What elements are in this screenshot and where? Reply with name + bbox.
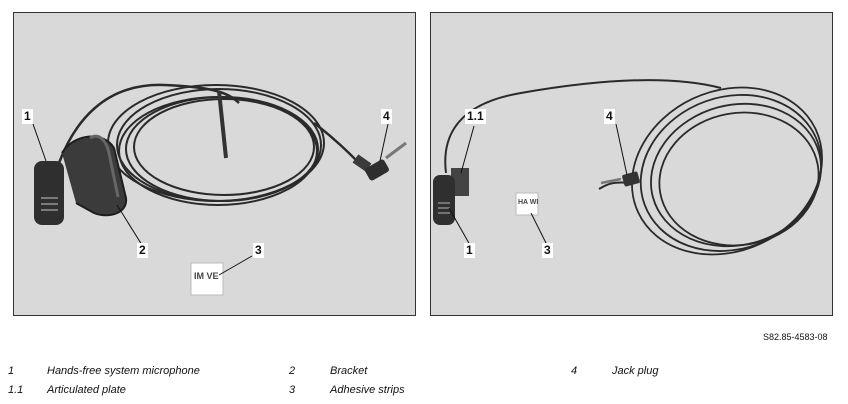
right-callout-1: 1 [464, 243, 475, 258]
legend-number: 2 [289, 365, 296, 377]
legend-label: Bracket [330, 365, 368, 377]
right-callout-4: 4 [604, 109, 615, 124]
right-strip-text: HA WI [518, 199, 539, 206]
legend-label: Hands-free system microphone [47, 365, 200, 377]
right-callout-1-1: 1.1 [465, 109, 486, 124]
microphone-with-bracket-illustration [32, 83, 407, 296]
figure-reference: S82.85-4583-08 [763, 332, 828, 342]
left-callout-4: 4 [381, 109, 392, 124]
legend-label: Jack plug [612, 365, 659, 377]
left-callout-3: 3 [253, 243, 264, 258]
legend-number: 3 [289, 384, 296, 396]
microphone-with-cable-illustration [433, 79, 823, 256]
right-callout-3: 3 [542, 243, 553, 258]
legend-number: 1 [8, 365, 15, 377]
legend-number: 1.1 [8, 384, 24, 396]
left-photo-panel: IM VE 1 2 3 4 [13, 12, 416, 316]
right-photo-panel: HA WI 1.1 4 1 3 [430, 12, 833, 316]
legend-label: Articulated plate [47, 384, 126, 396]
left-strip-text: IM VE [194, 271, 219, 281]
legend-number: 4 [571, 365, 578, 377]
legend-label: Adhesive strips [330, 384, 405, 396]
left-callout-1: 1 [22, 109, 33, 124]
left-callout-2: 2 [137, 243, 148, 258]
